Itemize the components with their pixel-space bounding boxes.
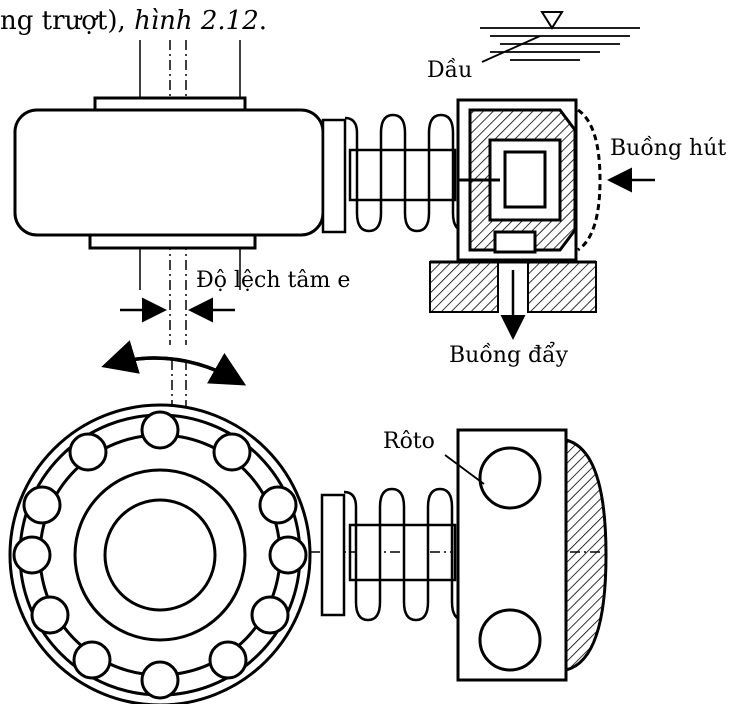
label-discharge-chamber: Buồng đẩy	[449, 343, 569, 368]
label-suction-chamber: Buồng hút	[610, 136, 727, 161]
base-block	[429, 260, 597, 313]
pump-body-section	[456, 98, 602, 262]
rotation-arrow	[101, 340, 247, 386]
label-eccentricity: Độ lệch tâm e	[196, 268, 351, 293]
caption-line: ng trượt), hình 2.12.	[0, 6, 267, 36]
oil-reservoir	[480, 11, 640, 63]
ball-bearing	[8, 403, 312, 704]
caption-prefix: ng trượt),	[0, 6, 135, 36]
rotor-block	[456, 428, 608, 682]
caption-figure-ref: hình 2.12	[134, 6, 259, 36]
eccentric-bearing-top	[13, 96, 325, 250]
label-rotor: Rôto	[383, 429, 435, 454]
rotor-leader	[444, 454, 485, 485]
caption-suffix: .	[258, 6, 268, 36]
flow-arrows	[120, 167, 655, 340]
label-oil: Dầu	[427, 58, 473, 83]
